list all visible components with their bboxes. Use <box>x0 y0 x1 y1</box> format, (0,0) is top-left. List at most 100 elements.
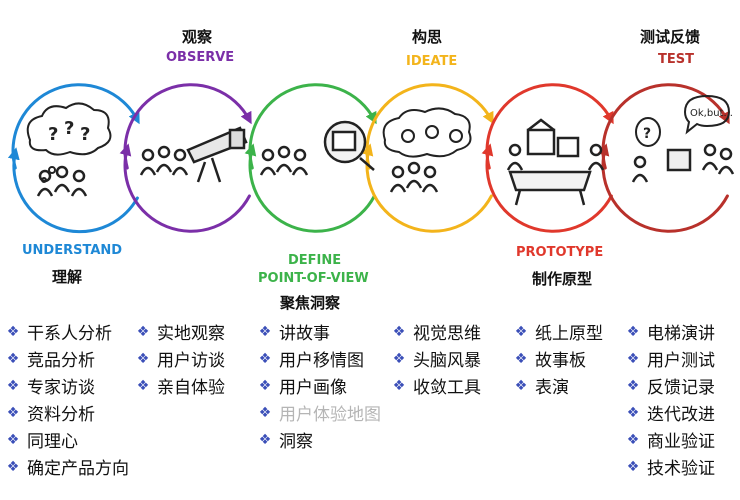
test-arc-top <box>601 83 730 170</box>
list-item: ❖ 表演 <box>514 372 603 399</box>
list-item: ❖ 头脑风暴 <box>392 345 481 372</box>
observe-label-zh: 观察 <box>182 28 213 46</box>
list-item-text: 视觉思维 <box>413 324 481 344</box>
list-item-text: 用户画像 <box>279 378 347 398</box>
prototype-methods-list: ❖纸上原型 ❖ 故事板 ❖ 表演 <box>514 318 603 399</box>
list-item: ❖用户体验地图 <box>258 399 381 426</box>
bullet-icon: ❖ <box>392 377 406 394</box>
list-item: ❖纸上原型 <box>514 318 603 345</box>
bullet-icon: ❖ <box>626 323 640 340</box>
list-item: ❖ 用户测试 <box>626 345 715 372</box>
bullet-icon: ❖ <box>6 350 20 367</box>
prototype-label-zh: 制作原型 <box>532 270 593 288</box>
list-item: ❖同理心 <box>6 426 129 453</box>
observe-arc-top <box>123 83 252 170</box>
question-mark-1: ? <box>48 124 58 145</box>
bullet-icon: ❖ <box>136 323 150 340</box>
bullet-icon: ❖ <box>626 458 640 475</box>
understand-label-en: UNDERSTAND <box>22 243 123 258</box>
test-question-mark: ? <box>643 126 651 142</box>
list-item-text: 表演 <box>535 378 569 398</box>
bullet-icon: ❖ <box>258 323 272 340</box>
list-item-text: 干系人分析 <box>27 324 112 344</box>
understand-methods-list: ❖干系人分析 ❖竞品分析 ❖专家访谈 ❖资料分析 ❖同理心 ❖确定产品方向 <box>6 318 129 480</box>
list-item: ❖ 用户画像 <box>258 372 381 399</box>
list-item-text: 洞察 <box>279 432 313 452</box>
bullet-icon: ❖ <box>6 404 20 421</box>
list-item: ❖ 干系人分析 <box>6 318 129 345</box>
list-item-text: 确定产品方向 <box>27 459 129 479</box>
list-item-text: 同理心 <box>27 432 78 452</box>
list-item-text: 技术验证 <box>647 459 715 479</box>
list-item: ❖ 反馈记录 <box>626 372 715 399</box>
bullet-icon: ❖ <box>136 350 150 367</box>
list-item: ❖ 故事板 <box>514 345 603 372</box>
list-item-text: 收敛工具 <box>413 378 481 398</box>
list-item: ❖ 竞品分析 <box>6 345 129 372</box>
prototype-label-en: PROTOTYPE <box>516 245 604 260</box>
list-item: ❖ 迭代改进 <box>626 399 715 426</box>
bullet-icon: ❖ <box>626 404 640 421</box>
bullet-icon: ❖ <box>6 377 20 394</box>
list-item-text: 用户测试 <box>647 351 715 371</box>
ideate-sketch <box>382 107 472 193</box>
bullet-icon: ❖ <box>6 323 20 340</box>
list-item-text: 用户访谈 <box>157 351 225 371</box>
observe-methods-list: ❖实地观察 ❖用户访谈 ❖亲自体验 <box>136 318 225 399</box>
prototype-arc-top <box>485 83 614 170</box>
ideate-arc-bottom <box>361 143 493 233</box>
speech-bubble-text: Ok,but... <box>690 108 733 119</box>
list-item: ❖用户移情图 <box>258 345 381 372</box>
bullet-icon: ❖ <box>258 377 272 394</box>
ideate-label-zh: 构思 <box>412 28 443 46</box>
observe-arc-bottom <box>119 143 251 233</box>
understand-arc-bottom <box>7 147 139 234</box>
list-item-text: 竞品分析 <box>27 351 95 371</box>
test-label-zh: 测试反馈 <box>640 28 701 46</box>
observe-sketch <box>139 126 248 183</box>
list-item-text: 资料分析 <box>27 405 95 425</box>
define-label-zh: 聚焦洞察 <box>280 294 341 312</box>
bullet-icon: ❖ <box>392 350 406 367</box>
list-item: ❖ 技术验证 <box>626 453 715 480</box>
question-mark-2: ? <box>64 118 74 139</box>
list-item-text: 专家访谈 <box>27 378 95 398</box>
list-item: ❖ 实地观察 <box>136 318 225 345</box>
bullet-icon: ❖ <box>514 377 528 394</box>
list-item-text: 迭代改进 <box>647 405 715 425</box>
bullet-icon: ❖ <box>626 431 640 448</box>
bullet-icon: ❖ <box>258 350 272 367</box>
prototype-sketch <box>506 118 605 206</box>
bullet-icon: ❖ <box>626 377 640 394</box>
question-mark-3: ? <box>80 124 90 145</box>
bullet-icon: ❖ <box>514 350 528 367</box>
bullet-icon: ❖ <box>626 350 640 367</box>
define-arc-top <box>248 83 377 170</box>
define-label-en2: POINT-OF-VIEW <box>258 271 369 286</box>
list-item-text: 电梯演讲 <box>647 324 715 344</box>
ideate-arc-top <box>365 83 494 170</box>
define-methods-list: ❖讲故事 ❖用户移情图 ❖用户画像 ❖用户体验地图 ❖洞察 <box>258 318 381 453</box>
list-item-text: 反馈记录 <box>647 378 715 398</box>
test-label-en: TEST <box>658 52 694 67</box>
list-item: ❖商业验证 <box>626 426 715 453</box>
list-item-text: 头脑风暴 <box>413 351 481 371</box>
design-thinking-diagram: ? ? ? <box>7 83 735 234</box>
understand-label-zh: 理解 <box>52 268 83 286</box>
list-item: ❖ 电梯演讲 <box>626 318 715 345</box>
list-item-text: 实地观察 <box>157 324 225 344</box>
list-item: ❖视觉思维 <box>392 318 481 345</box>
list-item-text: 纸上原型 <box>535 324 603 344</box>
bullet-icon: ❖ <box>136 377 150 394</box>
test-sketch: Ok,but... ? <box>631 94 735 183</box>
list-item: ❖ 用户访谈 <box>136 345 225 372</box>
bullet-icon: ❖ <box>258 404 272 421</box>
list-item: ❖ 资料分析 <box>6 399 129 426</box>
list-item-text: 故事板 <box>535 351 586 371</box>
prototype-arc-bottom <box>481 143 613 233</box>
list-item: ❖ 专家访谈 <box>6 372 129 399</box>
list-item: ❖ 收敛工具 <box>392 372 481 399</box>
bullet-icon: ❖ <box>258 431 272 448</box>
define-sketch <box>259 120 375 176</box>
define-label-en: DEFINE <box>288 253 342 268</box>
